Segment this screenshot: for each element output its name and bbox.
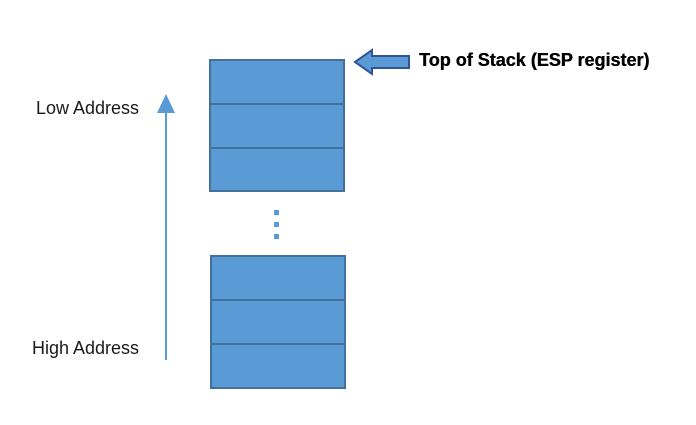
stack-cell [209,59,345,105]
stack-upper-group [209,59,345,192]
stack-lower-group [210,255,346,389]
top-of-stack-label: Top of Stack (ESP register) [419,50,650,70]
stack-cell [210,255,346,301]
stack-cell [210,299,346,345]
stack-cell [209,103,345,149]
stack-cell [209,147,345,192]
stack-cell [210,343,346,389]
high-address-label: High Address [32,338,140,358]
up-arrow-icon [157,94,175,360]
vertical-ellipsis-icon [274,210,279,239]
left-arrow-icon [353,48,410,76]
low-address-label: Low Address [36,98,140,118]
